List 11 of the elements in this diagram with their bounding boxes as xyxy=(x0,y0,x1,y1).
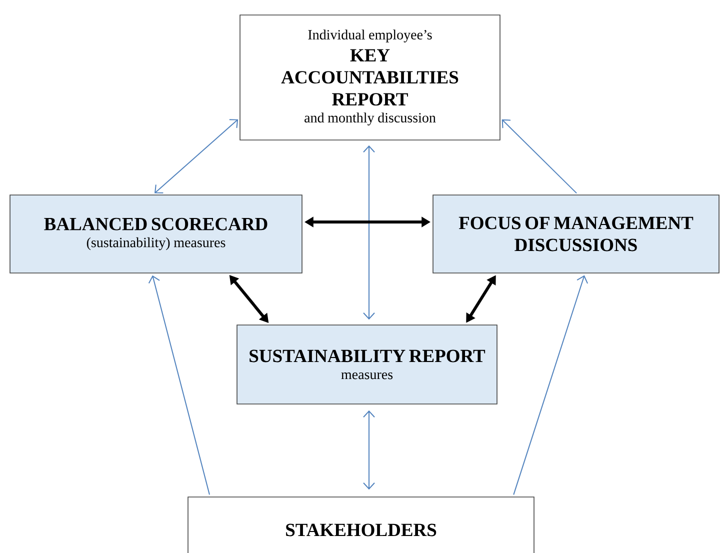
arrow xyxy=(363,410,375,490)
arrow xyxy=(502,119,578,194)
process-box: BALANCED SCORECARD (sustainability) measures xyxy=(10,194,302,274)
process-box: FOCUS OF MANAGEMENT DISCUSSIONS xyxy=(432,194,720,274)
process-box: STAKEHOLDERS xyxy=(188,496,534,553)
arrow xyxy=(363,145,375,320)
arrow xyxy=(513,275,588,496)
process-box: Individual employee’s KEY ACCOUNTABILTIES REPORT and monthly discussion xyxy=(240,14,500,140)
process-box: SUSTAINABILITY REPORT measures xyxy=(236,324,498,404)
arrow xyxy=(148,275,210,496)
arrow xyxy=(154,119,238,194)
